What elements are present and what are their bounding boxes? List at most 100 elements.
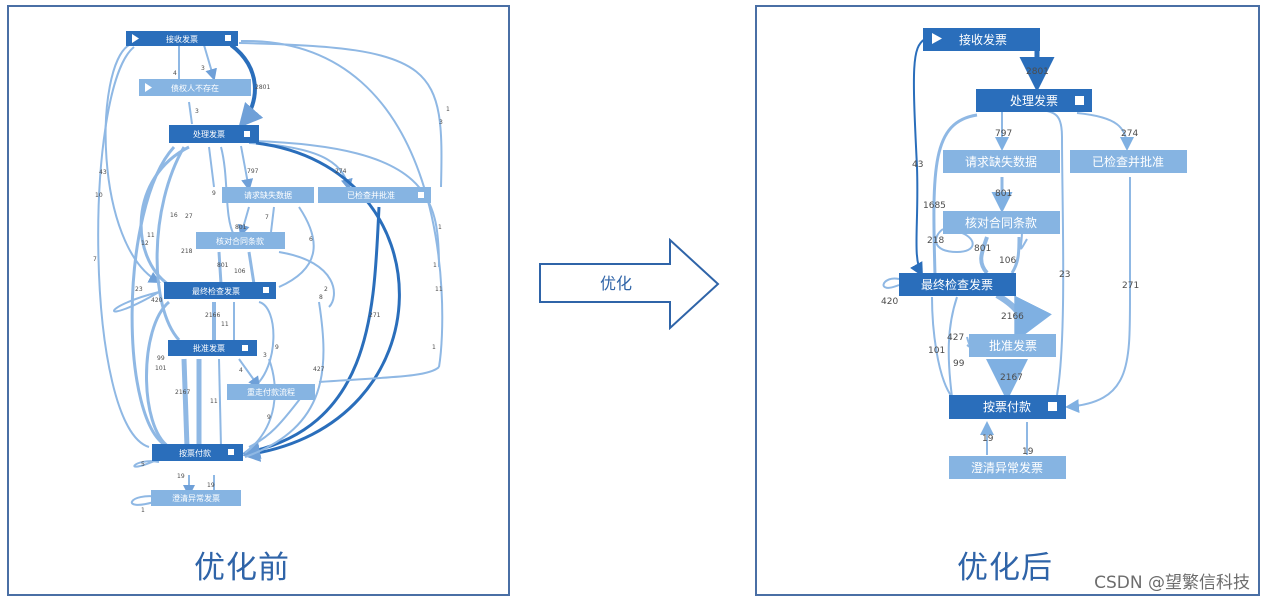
node-label: 核对合同条款 [965,215,1037,230]
node-verify-contract[interactable]: 核对合同条款 [196,232,285,249]
node-reroute-payment[interactable]: 重走付款流程 [227,384,315,400]
stop-icon [228,449,234,455]
node-process-invoice[interactable]: 处理发票 [169,125,259,143]
edge-label: 801 [235,224,247,231]
edge-labels-before: 4 3 3 2801 797 274 1 3 9 801 7 6 16 27 2… [93,65,450,514]
node-receive-invoice[interactable]: 接收发票 [923,28,1040,51]
process-map-before: 4 3 3 2801 797 274 1 3 9 801 7 6 16 27 2… [93,31,450,514]
edge-label: 801 [217,262,229,269]
node-creditor-not-exist[interactable]: 债权人不存在 [139,79,251,96]
node-pay-invoice[interactable]: 按票付款 [949,395,1066,419]
edge-label: 4 [173,70,177,77]
edge-label: 19 [1022,447,1034,457]
stop-icon [1048,402,1057,411]
node-label: 已检查并批准 [347,190,395,200]
node-receive-invoice[interactable]: 接收发票 [126,31,238,46]
edge-label: 101 [155,365,167,372]
edge-label: 427 [947,333,964,343]
node-approve-invoice[interactable]: 批准发票 [969,334,1056,357]
node-pay-invoice[interactable]: 按票付款 [152,444,243,461]
edge-label: 427 [313,366,325,373]
edge-label: 2 [324,286,328,293]
node-final-check[interactable]: 最终检查发票 [899,273,1016,296]
edge-label: 2166 [205,312,220,319]
edge-label: 274 [335,168,347,175]
watermark: CSDN @望繁信科技 [1094,573,1250,593]
node-clarify-invoice[interactable]: 澄清异常发票 [949,456,1066,479]
node-label: 最终检查发票 [921,277,993,292]
node-label: 接收发票 [166,34,198,44]
edge-label: 27 [185,213,193,220]
stop-icon [418,192,424,198]
node-label: 最终检查发票 [192,286,240,296]
node-final-check[interactable]: 最终检查发票 [164,282,276,299]
edge-label: 420 [881,297,898,307]
node-label: 批准发票 [989,338,1037,353]
edge-label: 797 [995,129,1012,139]
edge-label: 2166 [1001,312,1024,322]
caption-before: 优化前 [194,550,290,586]
node-label: 按票付款 [983,400,1031,414]
node-label: 核对合同条款 [216,236,264,246]
panel-before: 4 3 3 2801 797 274 1 3 9 801 7 6 16 27 2… [7,5,510,596]
edge-label: 3 [263,352,267,359]
edge-label: 797 [247,168,259,175]
node-label: 批准发票 [193,343,225,353]
edge-label: 1 [438,224,442,231]
panel-after: 2801 797 274 801 1685 218 801 106 43 420… [755,5,1260,596]
edge-label: 43 [912,160,923,170]
edge-label: 801 [995,189,1012,199]
edge-label: 11 [435,286,443,293]
node-label: 请求缺失数据 [965,154,1037,169]
edge-label: 99 [157,355,165,362]
edges-after [882,38,1134,455]
edge-label: 4 [239,367,243,374]
edge-label: 1 [433,262,437,269]
edge-label: 1 [432,344,436,351]
edge-label: 1 [446,106,450,113]
edge-label: 16 [170,212,178,219]
process-map-after: 2801 797 274 801 1685 218 801 106 43 420… [881,28,1187,479]
node-label: 澄清异常发票 [971,460,1043,475]
edge-label: 11 [221,321,229,328]
node-checked-approved[interactable]: 已检查并批准 [318,187,431,203]
edge-label: 11 [210,398,218,405]
node-request-missing-data[interactable]: 请求缺失数据 [943,150,1060,173]
edge-label: 1685 [923,201,946,211]
edge-label: 274 [1121,129,1138,139]
edge-label: 3 [201,65,205,72]
stop-icon [225,35,231,41]
edge-label: 218 [927,236,944,246]
node-approve-invoice[interactable]: 批准发票 [168,340,257,356]
edge-label: 7 [265,214,269,221]
edge-label: 271 [369,312,381,319]
node-process-invoice[interactable]: 处理发票 [976,89,1092,112]
stop-icon [242,345,248,351]
play-icon [145,83,152,92]
play-icon [132,34,139,43]
node-checked-approved[interactable]: 已检查并批准 [1070,150,1187,173]
edge-label: 271 [1122,281,1139,291]
node-label: 按票付款 [179,448,211,458]
node-label: 重走付款流程 [247,387,295,397]
edge-label: 218 [181,248,193,255]
edge-label: 7 [93,256,97,263]
node-clarify-invoice[interactable]: 澄清异常发票 [151,490,241,506]
edge-label: 106 [999,256,1016,266]
edge-label: 99 [953,359,965,369]
edge-label: 3 [195,108,199,115]
edge-label: 801 [974,244,991,254]
edge-label: 19 [207,482,215,489]
edge-label: 12 [141,240,149,247]
node-request-missing-data[interactable]: 请求缺失数据 [222,187,314,203]
edge-label: 19 [177,473,185,480]
edge-label: 9 [267,414,271,421]
stop-icon [263,287,269,293]
edge-label: 1 [141,507,145,514]
stop-icon [1075,96,1084,105]
edge-label: 19 [982,434,994,444]
node-verify-contract[interactable]: 核对合同条款 [943,211,1060,234]
edge-label: 23 [135,286,143,293]
edges-before [97,39,444,506]
edge-label: 101 [928,346,945,356]
